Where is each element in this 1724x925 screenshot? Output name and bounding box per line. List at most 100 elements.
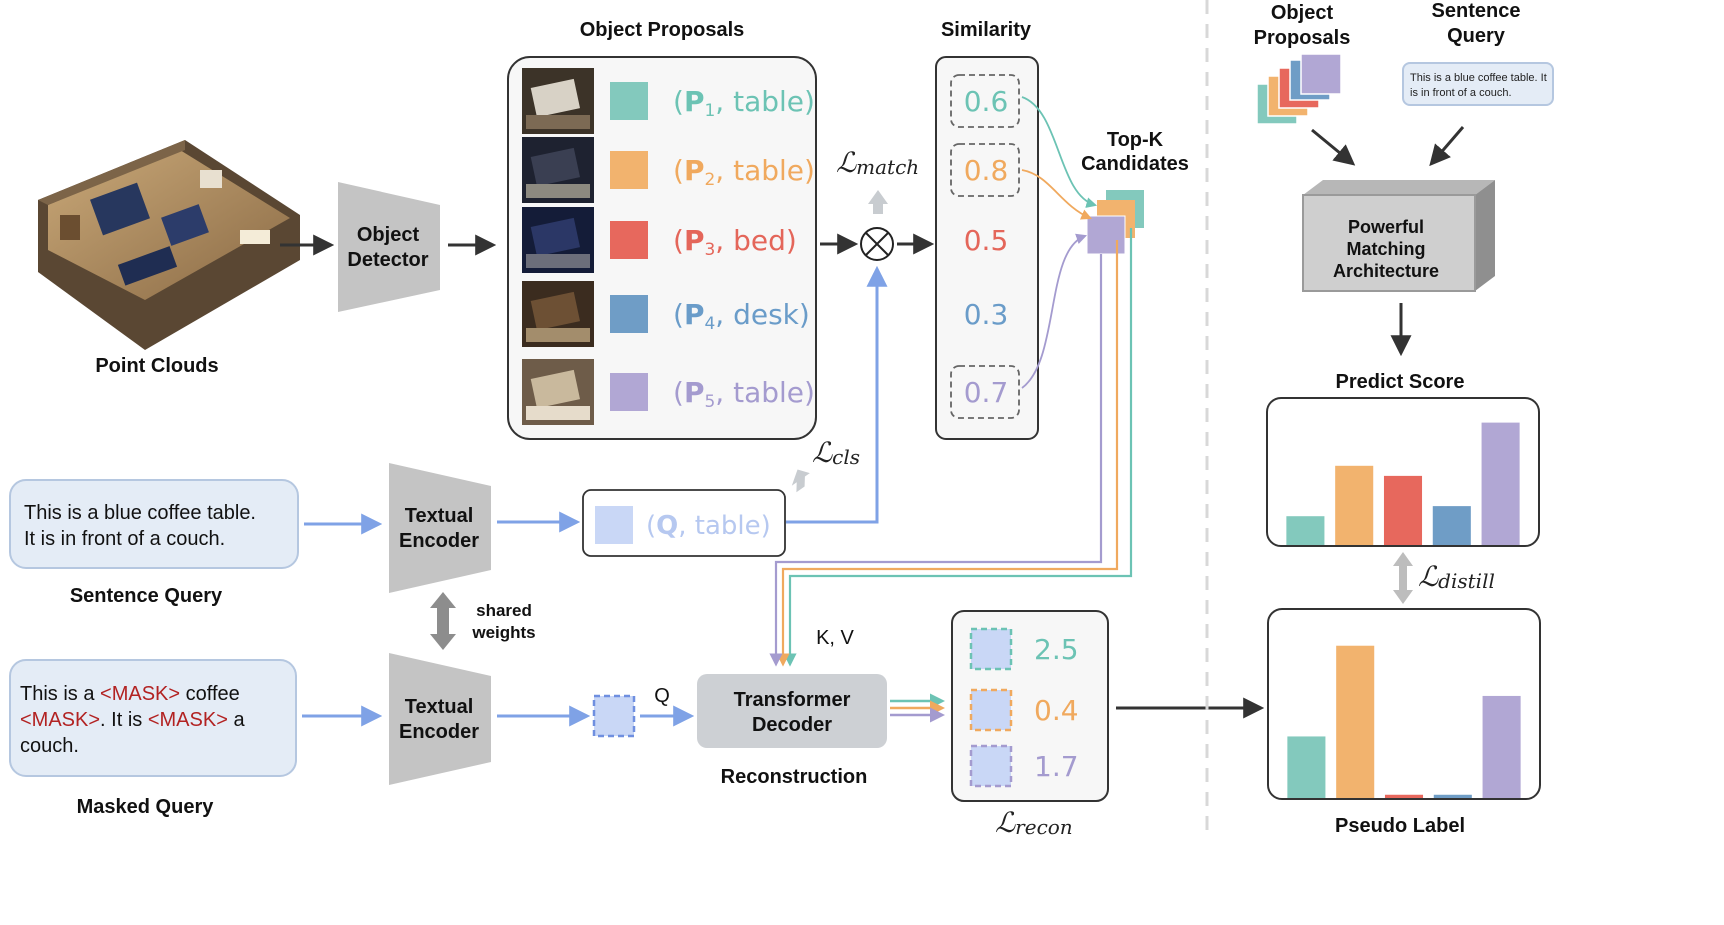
right-sentence-query-label-2: Query [1447,25,1506,47]
predict-score-title: Predict Score [1336,371,1465,393]
proposal-row: (P4, desk) [522,281,810,347]
topk-stack [1086,190,1144,255]
chart-bar [1336,645,1375,798]
proposal-label: (P3, bed) [673,224,797,260]
chart-bar [1384,794,1424,798]
proposal-thumbnail [522,207,594,273]
object-proposals-title: Object Proposals [580,19,745,41]
sentence-query-line-1: This is a blue coffee table. [24,502,256,524]
proposal-label: (P5, table) [673,376,815,412]
textual-encoder-top-label-2: Encoder [399,530,479,552]
proposal-color-square [610,373,648,411]
textual-encoder-bottom-label-2: Encoder [399,721,479,743]
similarity-cell: 0.6 [950,74,1020,128]
shared-weights-label-2: weights [471,623,535,642]
loss-cls: ℒcls [812,436,860,469]
proposal-row: (P3, bed) [522,207,797,273]
match-loss-up-arrow [868,190,888,214]
recon-score-value: 1.7 [1034,750,1079,783]
topk-dashed-box [950,143,1020,197]
proposal-color-square [610,151,648,189]
proposal-row: (P5, table) [522,359,815,425]
query-token-square [595,506,633,544]
right-object-proposals-label-1: Object [1271,2,1334,24]
chart-bar [1383,475,1423,545]
similarity-value: 0.3 [964,298,1009,331]
similarity-cell: 0.3 [964,298,1009,331]
matching-arch-label-3: Architecture [1333,261,1439,281]
transformer-decoder-label-1: Transformer [734,689,851,711]
right-sentence-query-line-2: is in front of a couch. [1410,87,1512,99]
object-detector-label-1: Object [357,224,420,246]
proposal-row: (P2, table) [522,137,815,203]
pseudo-label-title: Pseudo Label [1335,815,1465,837]
chart-bar [1433,794,1472,798]
reconstruction-label: Reconstruction [721,766,868,788]
topk-label-2: Candidates [1081,153,1189,175]
textual-encoder-top-label-1: Textual [405,505,474,527]
similarity-value: 0.5 [964,224,1009,257]
recon-token [969,688,1013,732]
masked-query-line-2: <MASK>. It is <MASK> a [20,709,245,731]
proposal-color-square [610,82,648,120]
distill-arrow [1393,552,1413,604]
shared-weights-arrow [430,592,456,650]
matching-arch-label-2: Matching [1347,239,1426,259]
similarity-box [935,56,1039,440]
matching-architecture-block [1302,180,1495,292]
matching-arch-label-1: Powerful [1348,217,1424,237]
object-detector [338,182,440,312]
proposal-label: (P1, table) [673,85,815,121]
chart-bar [1481,422,1520,545]
proposal-thumbnail [522,281,594,347]
query-token-box [582,489,786,557]
cls-loss-arrow [791,469,810,493]
topk-dashed-box [950,74,1020,128]
similarity-value: 0.6 [964,85,1009,118]
chart-bar [1286,516,1325,545]
query-token-label: (Q, table) [646,511,771,541]
recon-score-value: 2.5 [1034,633,1079,666]
q-label: Q [654,685,670,707]
chart-bar [1432,506,1471,545]
sentence-query-box [9,479,299,569]
kv-label: K, V [816,627,854,649]
predict-score-chart [1266,397,1540,547]
similarity-value: 0.7 [964,376,1009,409]
right-proposal-stack [1256,53,1342,125]
pseudo-label-chart [1267,608,1541,800]
chart-bar [1287,736,1326,798]
masked-query-line-3: couch. [20,735,79,757]
object-detector-label-2: Detector [347,249,428,271]
right-sentence-query-label-1: Sentence [1432,0,1521,22]
recon-score-row: 0.4 [969,688,1079,732]
masked-query-line-1: This is a <MASK> coffee [20,683,240,705]
right-sentence-query-line-1: This is a blue coffee table. It [1410,72,1547,84]
masked-token [592,694,636,738]
sentence-query-label: Sentence Query [70,585,223,607]
topk-dashed-box [950,365,1020,419]
textual-encoder-bottom-label-1: Textual [405,696,474,718]
similarity-title: Similarity [941,19,1032,41]
proposal-thumbnail [522,68,594,134]
proposal-row: (P1, table) [522,68,815,134]
topk-label-1: Top-K [1107,129,1164,151]
textual-encoder-top [389,463,491,593]
sentence-query-line-2: It is in front of a couch. [24,528,225,550]
chart-bar [1335,465,1374,545]
similarity-value: 0.8 [964,154,1009,187]
similarity-cell: 0.8 [950,143,1020,197]
proposal-color-square [610,295,648,333]
recon-score-value: 0.4 [1034,694,1079,727]
chart-bar [1482,695,1521,798]
recon-token [969,627,1013,671]
similarity-cell: 0.5 [964,224,1009,257]
loss-recon: ℒrecon [995,806,1073,839]
right-object-proposals-label-2: Proposals [1254,27,1351,49]
shared-weights-label-1: shared [476,601,532,620]
loss-distill: ℒdistill [1418,560,1495,593]
recon-score-row: 2.5 [969,627,1079,671]
proposal-label: (P2, table) [673,154,815,190]
recon-score-row: 1.7 [969,744,1079,788]
